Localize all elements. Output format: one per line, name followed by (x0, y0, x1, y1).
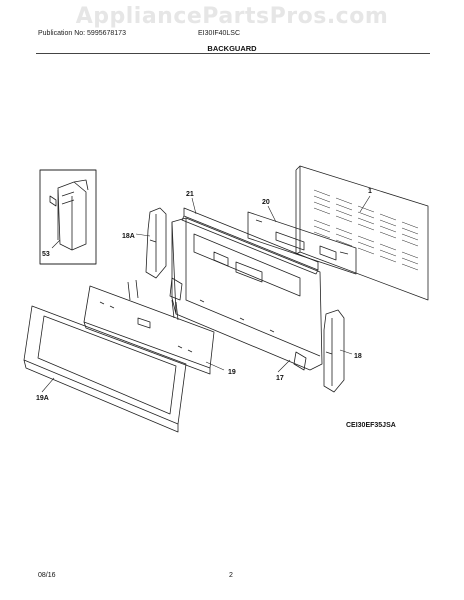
footer-date: 08/16 (38, 572, 56, 579)
diagram-code: CEI30EF35JSA (346, 422, 396, 429)
callout-21: 21 (186, 191, 194, 198)
callout-17: 17 (276, 375, 284, 382)
callout-19a: 19A (36, 395, 49, 402)
callout-1: 1 (368, 188, 372, 195)
inset-box-53 (39, 169, 97, 265)
publication-number: Publication No: 5995678173 (38, 30, 126, 37)
callout-53: 53 (42, 251, 50, 258)
part-20-control-board (247, 211, 357, 275)
part-18-right-end-cap (323, 309, 345, 393)
header-divider (36, 53, 430, 54)
watermark: AppliancePartsPros.com (75, 4, 389, 29)
part-21-top-trim (181, 207, 319, 275)
part-19-control-panel (83, 279, 215, 375)
part-1-rear-panel (295, 165, 429, 301)
part-17-backguard-frame (169, 217, 323, 371)
part-19a-front-glass (23, 305, 187, 433)
page-title: BACKGUARD (207, 44, 257, 53)
leader-lines (41, 195, 371, 393)
model-number: EI30IF40LSC (198, 30, 241, 37)
callout-19: 19 (228, 369, 236, 376)
page-number: 2 (229, 572, 233, 579)
callout-18a: 18A (122, 233, 135, 240)
callout-18: 18 (354, 353, 362, 360)
part-18a-left-end-cap (145, 207, 167, 279)
callout-20: 20 (262, 199, 270, 206)
